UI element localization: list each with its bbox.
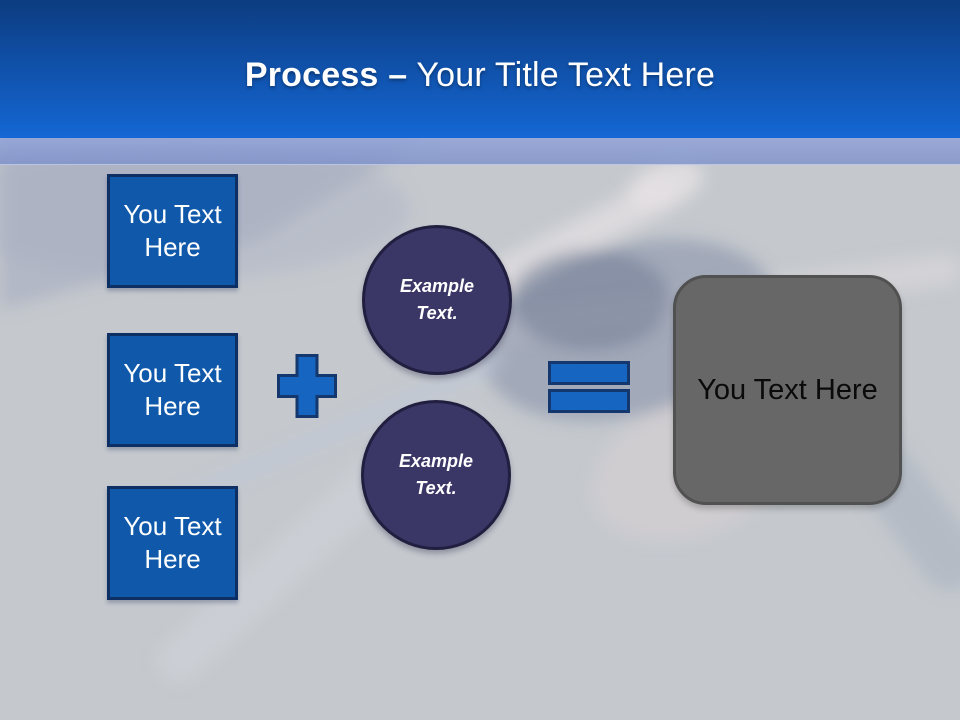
example-circle-2-label: Example Text. bbox=[398, 451, 474, 498]
input-box-1-label: You Text Here bbox=[123, 199, 222, 262]
input-box-2-label: You Text Here bbox=[123, 358, 222, 421]
input-box-1: You Text Here bbox=[107, 174, 238, 288]
example-circle-2: Example Text. bbox=[361, 400, 511, 550]
input-box-3: You Text Here bbox=[107, 486, 238, 600]
slide-header: Process – Your Title Text Here bbox=[0, 0, 960, 138]
page-title-primary: Process – bbox=[244, 55, 408, 94]
input-box-2: You Text Here bbox=[107, 333, 238, 447]
input-box-3-label: You Text Here bbox=[123, 511, 222, 574]
result-box-label: You Text Here bbox=[697, 373, 878, 406]
plus-icon bbox=[277, 354, 337, 418]
page-title-secondary: Your Title Text Here bbox=[407, 55, 716, 94]
example-circle-1-label: Example Text. bbox=[399, 276, 475, 323]
result-box: You Text Here bbox=[673, 275, 902, 505]
accent-band bbox=[0, 138, 960, 165]
example-circle-1: Example Text. bbox=[362, 225, 512, 375]
equals-icon bbox=[548, 361, 630, 413]
page-title: Process – Your Title Text Here bbox=[245, 44, 715, 95]
